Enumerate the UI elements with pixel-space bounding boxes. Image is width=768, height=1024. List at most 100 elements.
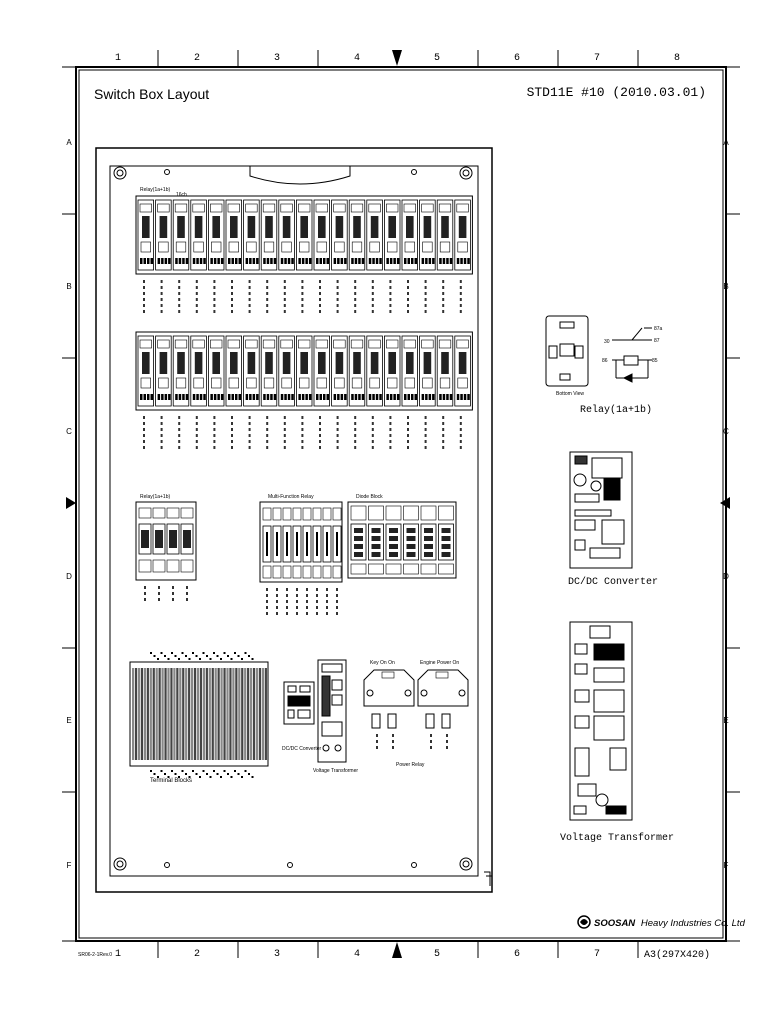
col-label-bottom-6: 6 xyxy=(514,949,520,960)
col-label-bottom-7: 7 xyxy=(594,949,600,960)
dcdc-module-small xyxy=(283,681,315,725)
panel-handle xyxy=(249,166,351,185)
relay-unit xyxy=(419,199,436,313)
engine-on-label: Engine Power On xyxy=(420,660,459,666)
relay-unit xyxy=(348,199,366,313)
row-label-right-D: D xyxy=(723,572,729,581)
small-relay-label: Relay(1a+1b) xyxy=(140,494,170,500)
sheet-title: Switch Box Layout xyxy=(94,86,209,102)
row-label-left-D: D xyxy=(66,572,72,581)
relay-pin-30: 30 xyxy=(604,339,610,345)
relay-unit xyxy=(172,335,190,449)
relay-unit xyxy=(243,199,260,313)
relay-unit xyxy=(331,199,348,313)
relay-pin-87a: 87a xyxy=(654,326,663,332)
diode-block xyxy=(347,501,457,579)
relay-unit xyxy=(260,335,278,449)
col-label-bottom-1: 1 xyxy=(115,949,121,960)
row-label-right-B: B xyxy=(723,282,728,291)
col-label-bottom-2: 2 xyxy=(194,949,200,960)
relay-detail xyxy=(545,315,652,387)
doc-id: STD11E #10 (2010.03.01) xyxy=(527,85,706,100)
multifunction-label: Multi-Function Relay xyxy=(268,494,314,500)
col-label-top-3: 3 xyxy=(274,53,280,64)
col-label-top-1: 1 xyxy=(115,53,121,64)
voltage-module-small xyxy=(317,659,347,763)
voltage-caption: Voltage Transformer xyxy=(560,832,674,844)
relay-unit xyxy=(436,335,454,449)
relay-group-label: Relay(1a+1b) xyxy=(140,187,170,193)
voltage-small-label: Voltage Transformer xyxy=(313,768,358,774)
relay-unit xyxy=(295,335,313,449)
col-label-top-4: 4 xyxy=(354,53,360,64)
relay-unit xyxy=(243,335,260,449)
paper-size: A3(297X420) xyxy=(644,949,710,961)
col-label-top-7: 7 xyxy=(594,53,600,64)
company-logo xyxy=(577,915,591,929)
relay-unit xyxy=(137,335,155,449)
relay-unit xyxy=(190,199,207,313)
col-label-bottom-4: 4 xyxy=(354,949,360,960)
relay-unit xyxy=(436,199,454,313)
relay-unit xyxy=(155,199,172,313)
col-label-top-8: 8 xyxy=(674,53,680,64)
relay-unit xyxy=(419,335,436,449)
relay-unit xyxy=(278,199,295,313)
relay-unit xyxy=(155,335,172,449)
row-label-right-A: A xyxy=(723,138,729,147)
relay-unit xyxy=(295,199,313,313)
relay-unit xyxy=(454,335,471,449)
center-marker-right xyxy=(720,497,730,509)
relay-unit xyxy=(190,335,207,449)
dcdc-small-label: DC/DC Converter xyxy=(282,746,322,752)
relay-unit xyxy=(401,335,419,449)
relay-caption: Relay(1a+1b) xyxy=(580,404,652,416)
dcdc-detail xyxy=(569,451,633,569)
relay-unit xyxy=(331,335,348,449)
relay-unit xyxy=(348,335,366,449)
center-marker-left xyxy=(66,497,76,509)
power-relays xyxy=(363,669,469,749)
company-rest: Heavy Industries Co. Ltd xyxy=(641,918,746,929)
relay-unit xyxy=(207,335,225,449)
company-brand: SOOSAN xyxy=(594,918,636,929)
col-label-bottom-3: 3 xyxy=(274,949,280,960)
switch-box-panel xyxy=(95,147,493,893)
relay-unit xyxy=(137,199,155,313)
small-relay-block xyxy=(135,501,197,601)
voltage-detail xyxy=(569,621,633,821)
relay-unit xyxy=(401,199,419,313)
relay-pin-86: 86 xyxy=(602,358,608,364)
company-name: SOOSAN Heavy Industries Co. Ltd xyxy=(594,918,746,929)
relay-unit xyxy=(366,199,383,313)
relay-unit xyxy=(225,199,243,313)
mount-holes xyxy=(113,166,473,871)
outer-frame xyxy=(75,66,727,942)
row-label-right-C: C xyxy=(723,427,729,436)
row-label-left-A: A xyxy=(66,138,72,147)
row-label-left-B: B xyxy=(66,282,71,291)
multifunction-relay-block xyxy=(259,501,343,615)
switch-box-inner xyxy=(109,165,479,877)
row-label-left-C: C xyxy=(66,427,72,436)
col-label-top-6: 6 xyxy=(514,53,520,64)
row-label-left-F: F xyxy=(67,861,72,870)
col-label-bottom-5: 5 xyxy=(434,949,440,960)
relay-unit xyxy=(172,199,190,313)
drawing-number: SR06-2-1Rev.0 xyxy=(78,952,112,958)
center-marker-bottom xyxy=(392,942,402,958)
row-label-left-E: E xyxy=(66,716,71,725)
col-label-top-2: 2 xyxy=(194,53,200,64)
terminal-blocks xyxy=(129,652,269,778)
relay-unit xyxy=(278,335,295,449)
relay-bottom-view-label: Bottom View xyxy=(556,391,584,397)
relay-unit xyxy=(383,199,401,313)
power-relay-label: Power Relay xyxy=(396,762,425,768)
relay-unit xyxy=(260,199,278,313)
terminal-blocks-label: Terminal Blocks xyxy=(150,778,192,784)
relay-unit xyxy=(454,199,471,313)
